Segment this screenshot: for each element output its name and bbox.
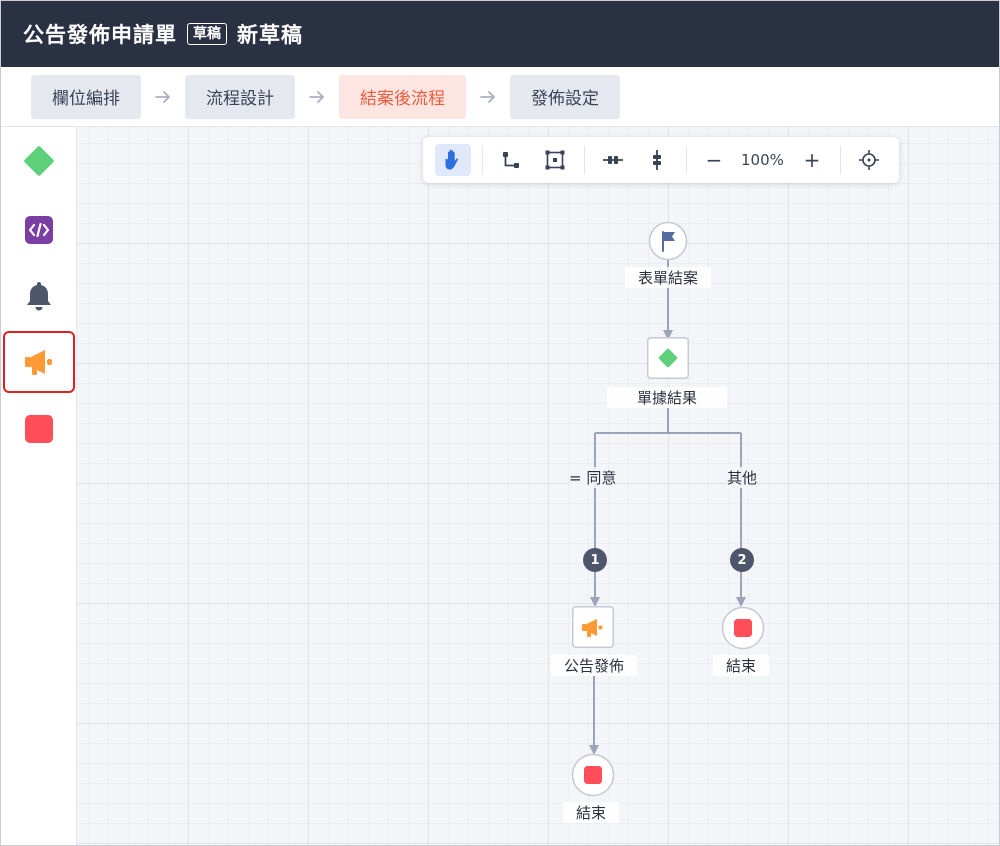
flag-icon	[662, 231, 675, 252]
megaphone-icon	[25, 350, 52, 375]
pan-tool-button[interactable]	[435, 144, 471, 176]
start-node[interactable]	[648, 221, 688, 261]
code-icon	[25, 216, 53, 244]
zoom-level: 100%	[741, 151, 784, 169]
palette-decision-node[interactable]	[1, 130, 77, 192]
align-horizontal-icon	[603, 156, 623, 164]
step-field-layout[interactable]: 欄位編排	[31, 74, 141, 119]
end-node-final-label: 結束	[563, 802, 619, 823]
zoom-out-button[interactable]: −	[705, 148, 723, 172]
crosshair-icon	[859, 150, 879, 170]
toolbar-divider	[686, 146, 687, 174]
decision-node[interactable]	[647, 337, 689, 379]
decision-node-label: 單據結果	[607, 387, 727, 408]
form-title: 公告發佈申請單	[23, 23, 177, 47]
palette-notification-node[interactable]	[1, 265, 77, 327]
zoom-in-button[interactable]: +	[803, 148, 821, 172]
diamond-icon	[24, 146, 54, 176]
canvas-toolbar: − 100% +	[423, 137, 899, 183]
step-post-close-flow[interactable]: 結案後流程	[339, 74, 466, 119]
connector-icon	[503, 152, 519, 168]
diamond-icon	[658, 348, 678, 368]
branch-1-condition[interactable]: = 同意	[569, 467, 617, 488]
toolbar-divider	[840, 146, 841, 174]
branch-2-order-badge: 2	[730, 548, 754, 572]
stop-square-icon	[734, 619, 752, 637]
arrow-right-icon	[295, 89, 339, 105]
app-header: 公告發佈申請單 草稿 新草稿	[1, 1, 999, 67]
announcement-node-label: 公告發佈	[551, 655, 637, 676]
stop-square-icon	[25, 415, 53, 443]
draft-name: 新草稿	[237, 23, 303, 47]
arrow-right-icon	[141, 89, 185, 105]
flow-canvas[interactable]	[77, 127, 999, 845]
step-publish-settings[interactable]: 發佈設定	[510, 74, 620, 119]
status-badge: 草稿	[187, 23, 227, 45]
palette-end-node[interactable]	[1, 398, 77, 460]
bell-icon	[27, 282, 51, 311]
stop-square-icon	[584, 766, 602, 784]
toolbar-divider	[584, 146, 585, 174]
end-node-branch-2[interactable]	[721, 606, 765, 650]
align-vertical-icon	[653, 150, 661, 170]
branch-1-order-badge: 1	[583, 548, 607, 572]
hand-icon	[445, 149, 459, 170]
megaphone-icon	[582, 619, 603, 637]
announcement-node[interactable]	[572, 606, 614, 648]
edge-decision-split	[595, 407, 741, 434]
node-palette	[1, 127, 77, 845]
align-vertical-button[interactable]	[641, 144, 673, 176]
start-node-label: 表單結案	[625, 267, 711, 288]
recenter-button[interactable]	[853, 144, 885, 176]
palette-announcement-node[interactable]	[3, 331, 75, 393]
step-flow-design[interactable]: 流程設計	[185, 74, 295, 119]
frame-select-icon	[545, 150, 565, 170]
connector-tool-button[interactable]	[495, 144, 527, 176]
toolbar-divider	[482, 146, 483, 174]
end-node-branch-2-label: 結束	[713, 655, 769, 676]
step-navigation: 欄位編排 流程設計 結案後流程 發佈設定	[1, 67, 999, 127]
end-node-final[interactable]	[571, 753, 615, 797]
align-horizontal-button[interactable]	[597, 144, 629, 176]
branch-2-condition[interactable]: 其他	[727, 467, 758, 488]
arrow-right-icon	[466, 89, 510, 105]
palette-script-node[interactable]	[1, 199, 77, 261]
select-frame-button[interactable]	[539, 144, 571, 176]
